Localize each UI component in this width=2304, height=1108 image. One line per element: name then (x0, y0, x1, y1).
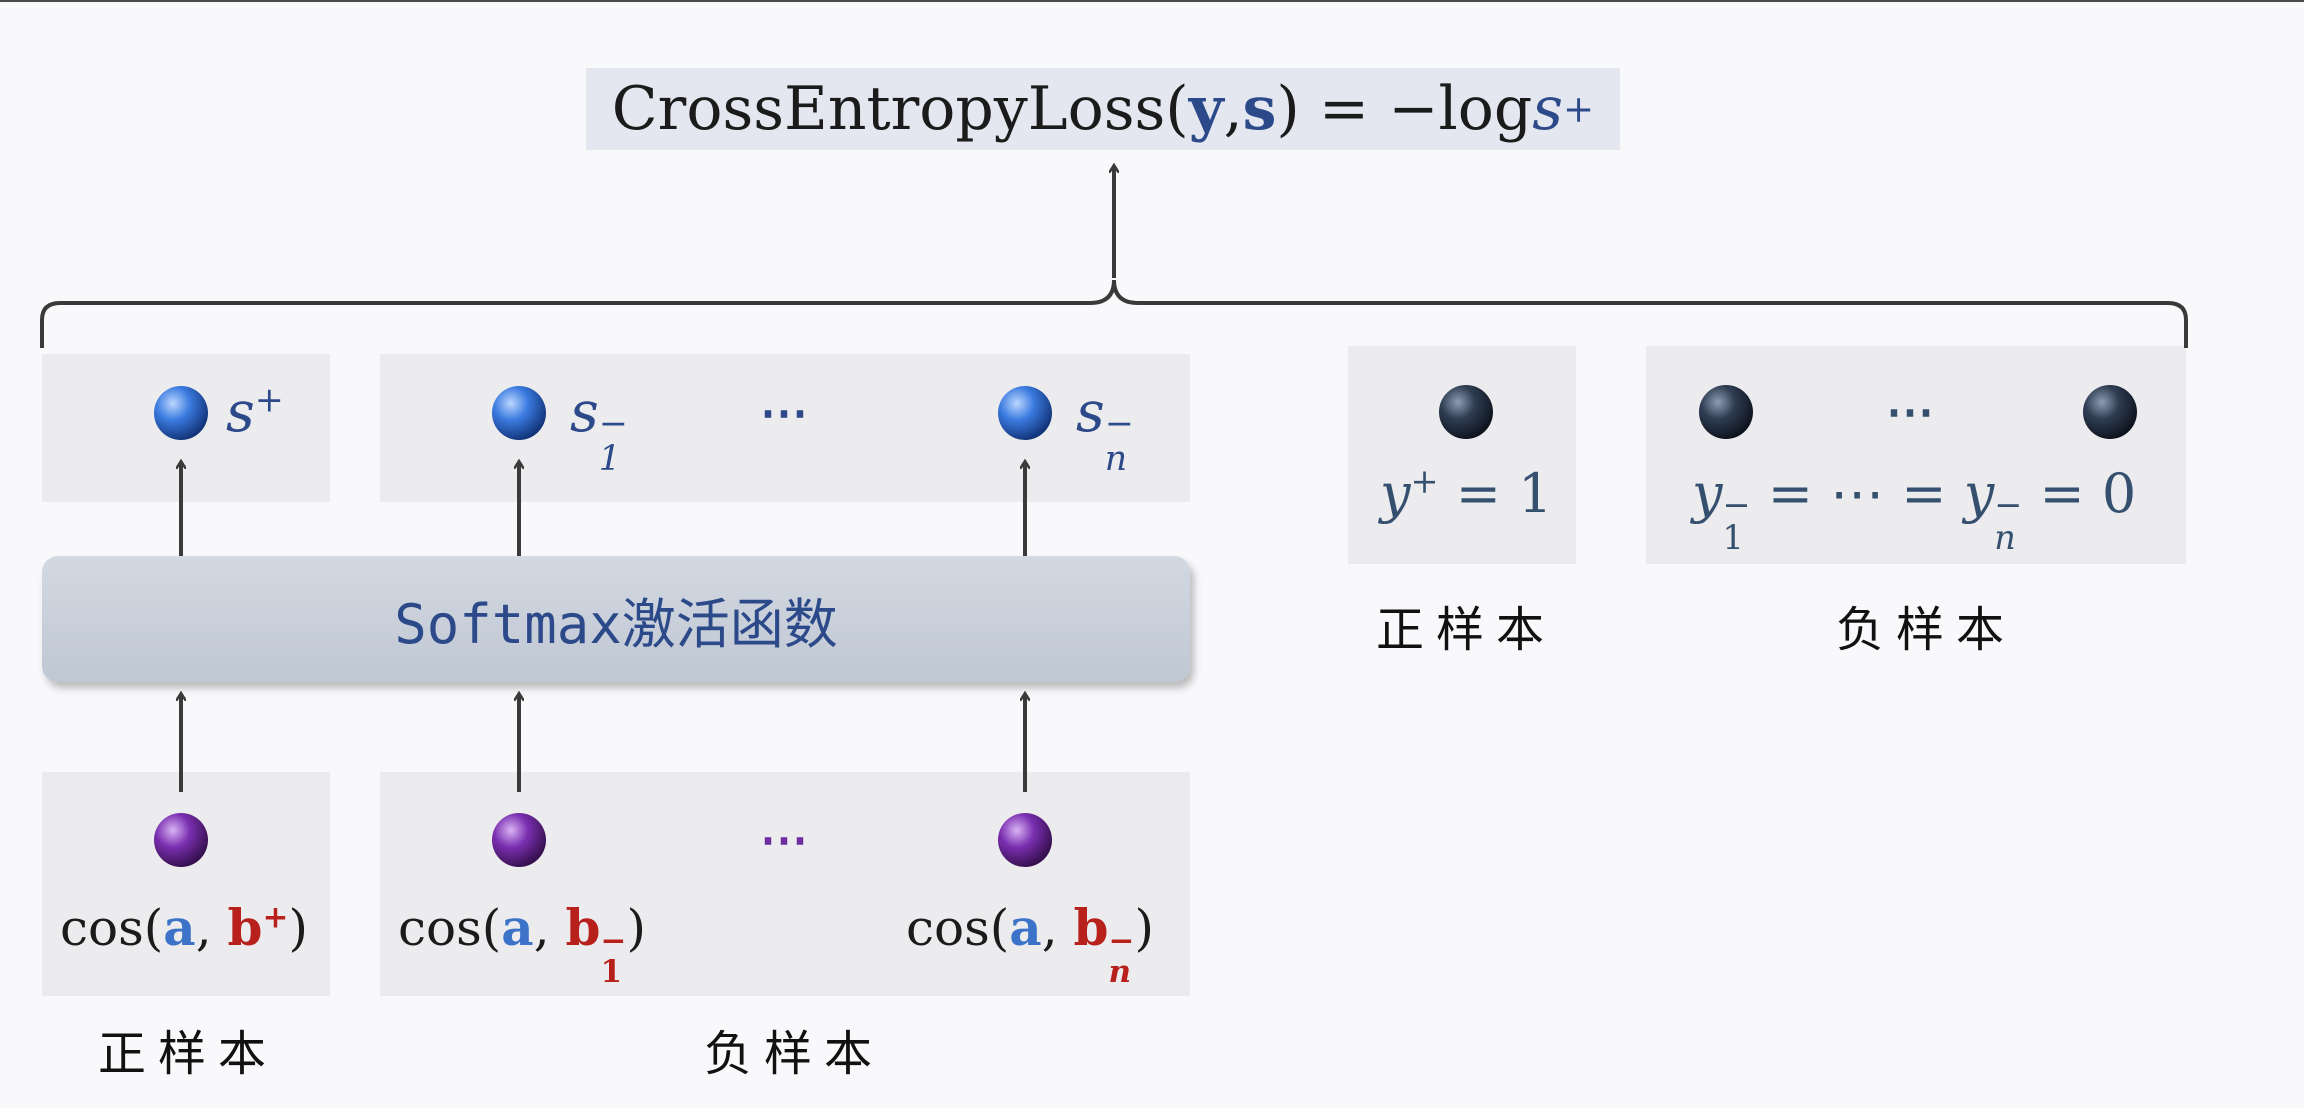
formula-s: s (1242, 74, 1277, 144)
softmax-label: Softmax激活函数 (394, 592, 838, 656)
output-neg1-label: s−1 (570, 380, 628, 479)
formula-s-sup: + (1563, 87, 1595, 131)
target-ellipsis: ⋯ (1886, 384, 1938, 440)
target-label-positive: 正样本 (1376, 602, 1557, 658)
input-pos-label: cos(a, b+) (60, 898, 308, 957)
ball-input-negn (998, 813, 1052, 867)
ball-output-neg1 (492, 386, 546, 440)
brace (40, 279, 2188, 348)
ball-input-neg1 (492, 813, 546, 867)
ball-output-pos (154, 386, 208, 440)
ball-target-neg1 (1699, 385, 1753, 439)
label-positive-sample: 正样本 (98, 1026, 279, 1082)
input-neg-box (380, 772, 1190, 996)
ball-target-pos (1439, 385, 1493, 439)
formula-y: y (1188, 74, 1224, 144)
input-pos-box (42, 772, 330, 996)
formula-comma: , (1223, 74, 1243, 144)
target-neg-box (1646, 346, 2186, 564)
formula-s-symbol: s (1532, 74, 1564, 144)
formula-lhs: CrossEntropyLoss( (611, 74, 1189, 144)
label-negative-sample: 负样本 (704, 1026, 885, 1082)
output-pos-label: s+ (226, 380, 284, 445)
target-neg-expr: y−1 = ⋯ = y−n = 0 (1692, 462, 2137, 558)
target-label-negative: 负样本 (1836, 602, 2017, 658)
target-pos-box (1348, 346, 1576, 564)
input-negn-label: cos(a, b−n) (906, 898, 1154, 990)
target-pos-expr: y+ = 1 (1380, 462, 1553, 525)
input-neg1-label: cos(a, b−1) (398, 898, 646, 990)
output-negn-label: s−n (1076, 380, 1134, 479)
ball-output-negn (998, 386, 1052, 440)
softmax-block: Softmax激活函数 (42, 556, 1190, 682)
ball-input-pos (154, 813, 208, 867)
output-ellipsis: ⋯ (760, 385, 812, 441)
cross-entropy-formula: CrossEntropyLoss(y, s) = −log s+ (586, 68, 1620, 150)
input-ellipsis: ⋯ (760, 812, 812, 868)
formula-rhs: ) = −log (1276, 74, 1533, 144)
ball-target-negn (2083, 385, 2137, 439)
